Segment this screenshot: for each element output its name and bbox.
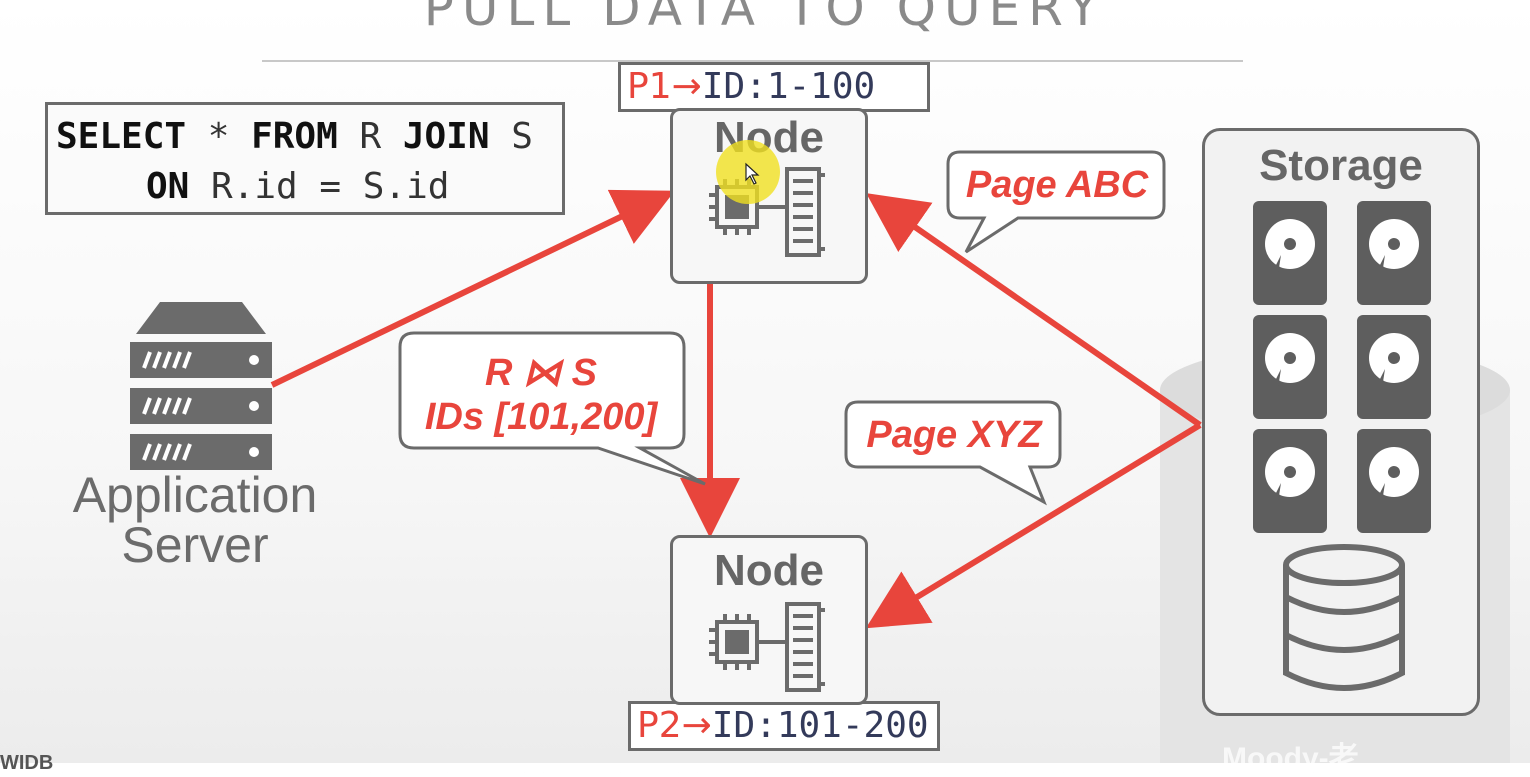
title-divider [262,60,1243,62]
sql-token: FROM [251,116,338,157]
partition-range: ID:1-100 [701,66,876,107]
storage-to-node1-arrow [866,193,1202,428]
bubble-join [398,331,706,486]
cpu-memory-icon [709,602,825,692]
sql-query-box: SELECT * FROM R JOIN S ON R.id = S.id [45,102,565,215]
sql-token: SELECT [56,116,187,157]
app-server-label: Application Server [40,470,350,570]
video-watermark: Moody-老 [1222,742,1359,775]
partition-label-p1: P1→ID:1-100 [618,62,930,112]
partition-id: P1 [627,66,672,107]
app-server-label-line2: Server [121,517,269,573]
sql-token: ON [146,166,190,207]
cursor-highlight [716,140,780,204]
sql-token: JOIN [402,116,490,157]
partition-id: P2 [637,705,682,746]
app-server-label-line1: Application [72,467,318,523]
bubble-join-text-line1: R ⋈ S [485,352,597,394]
sql-token: R.id = S.id [189,166,450,207]
sql-token: R [337,116,403,157]
sql-line-1: SELECT * FROM R JOIN S [56,115,533,159]
slide-title: PULL DATA TO QUERY [423,0,1107,37]
bubble-page-xyz [844,400,1062,506]
server-rack-icon [130,302,272,470]
bubble-page-xyz-text: Page XYZ [866,414,1042,456]
node-label: Node [714,546,824,595]
storage-box: Storage [1202,128,1480,716]
partition-label-p2: P2→ID:101-200 [628,701,940,751]
partition-arrow: → [671,66,702,107]
database-icon [1283,544,1405,691]
compute-node-2: Node [670,535,868,705]
partition-range: ID:101-200 [711,705,929,746]
sql-token: S [489,116,533,157]
storage-to-node2-arrow [865,422,1202,629]
disk-array-icon [1253,201,1431,533]
sql-token: * [186,116,252,157]
sql-line-2: ON R.id = S.id [146,165,449,209]
app-to-node1-arrow [270,189,675,388]
bubble-page-abc [946,150,1166,254]
bubble-join-text-line2: IDs [101,200] [424,396,658,438]
partition-arrow: → [681,705,712,746]
storage-label: Storage [1259,141,1423,190]
bubble-page-abc-text: Page ABC [965,164,1149,206]
corner-logo-text: WIDB [0,752,54,774]
